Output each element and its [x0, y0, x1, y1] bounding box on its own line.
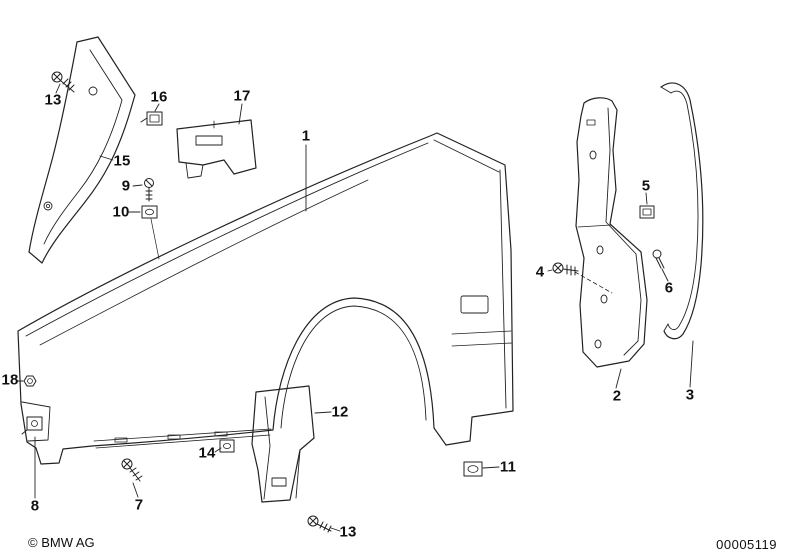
callout-17: 17 — [233, 87, 251, 105]
side-marker — [460, 295, 489, 314]
callout-15: 15 — [113, 152, 131, 170]
fender-hood-crease — [25, 142, 429, 337]
support-panel-drawing — [574, 97, 648, 368]
callout-13-top: 13 — [44, 91, 62, 109]
callout-9: 9 — [121, 177, 131, 195]
callout-3: 3 — [685, 386, 695, 404]
callout-14: 14 — [198, 444, 216, 462]
clamp-10-drawing — [141, 205, 160, 260]
fender-apillar-edge — [433, 139, 500, 173]
rocker-lines — [93, 428, 272, 449]
copyright-text: © BMW AG — [28, 535, 95, 550]
clamp-16-drawing — [140, 111, 163, 126]
screw-4-drawing — [552, 262, 579, 276]
fender-hood-crease-2 — [39, 179, 369, 346]
clamp-14-drawing — [219, 439, 235, 453]
rocker-slot-2 — [167, 434, 181, 440]
wheel-arch-flange — [280, 305, 427, 429]
callout-18: 18 — [1, 371, 19, 389]
rocker-slot-1 — [114, 437, 128, 443]
callout-2: 2 — [612, 387, 622, 405]
bracket-17-drawing — [176, 119, 257, 179]
callout-10: 10 — [112, 203, 130, 221]
clamp-5-drawing — [639, 205, 655, 219]
leader-lines — [16, 83, 694, 532]
fender-lower-crease — [451, 330, 513, 347]
arch-cover-drawing — [28, 36, 136, 264]
rocker-slot-3 — [214, 431, 228, 437]
callout-8: 8 — [30, 497, 40, 515]
callout-13-bottom: 13 — [339, 523, 357, 541]
splash-guard-drawing — [251, 385, 315, 503]
front-fender-drawing — [17, 132, 514, 465]
callout-16: 16 — [150, 88, 168, 106]
screw-9-drawing — [144, 178, 154, 202]
callout-1: 1 — [301, 127, 311, 145]
callout-6: 6 — [664, 279, 674, 297]
document-number: 00005119 — [716, 537, 777, 552]
clamp-8-drawing — [21, 416, 43, 435]
fender-door-edge — [499, 169, 507, 409]
callout-7: 7 — [134, 496, 144, 514]
edge-strip-drawing — [660, 82, 704, 340]
screw-13-top-drawing — [51, 71, 75, 93]
rivet-6-drawing — [652, 249, 665, 269]
headlight-edge — [21, 401, 51, 442]
callout-12: 12 — [331, 403, 349, 421]
screw-7-drawing — [121, 458, 143, 482]
callout-4: 4 — [535, 263, 545, 281]
callout-5: 5 — [641, 177, 651, 195]
clamp-11-drawing — [463, 461, 483, 477]
fender-outline — [17, 132, 514, 465]
screw-13-bottom-drawing — [307, 515, 332, 533]
nut-18-drawing — [23, 375, 37, 387]
callout-11: 11 — [499, 458, 517, 476]
